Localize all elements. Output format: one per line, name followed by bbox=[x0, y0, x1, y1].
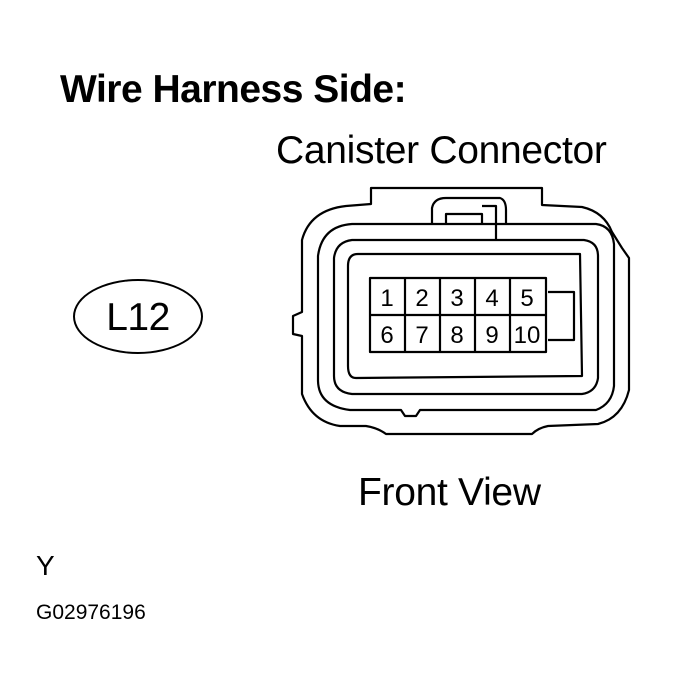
page-title: Wire Harness Side: bbox=[60, 68, 407, 111]
pin-2-label: 2 bbox=[415, 285, 428, 312]
pin-7-label: 7 bbox=[415, 322, 428, 349]
pin-10-label: 10 bbox=[514, 322, 541, 349]
connector-id-label: L12 bbox=[106, 295, 170, 339]
connector-latch-inner bbox=[444, 212, 484, 224]
connector-housing-outline bbox=[291, 186, 631, 436]
connector-inner-frame-3 bbox=[346, 252, 584, 380]
connector-key bbox=[548, 290, 576, 342]
code-letter: Y bbox=[36, 550, 55, 581]
pin-3-label: 3 bbox=[450, 285, 463, 312]
pin-6-label: 6 bbox=[380, 322, 393, 349]
pin-4-label: 4 bbox=[485, 285, 498, 312]
pin-1-label: 1 bbox=[380, 285, 393, 312]
view-label: Front View bbox=[358, 471, 541, 514]
pin-8-label: 8 bbox=[450, 322, 463, 349]
connector-latch-rail bbox=[482, 204, 498, 240]
pin-5-label: 5 bbox=[520, 285, 533, 312]
figure-number: G02976196 bbox=[36, 601, 146, 624]
connector-inner-frame-2 bbox=[332, 238, 600, 396]
connector-latch bbox=[430, 196, 508, 224]
connector-name-label: Canister Connector bbox=[276, 129, 607, 172]
pin-9-label: 9 bbox=[485, 322, 498, 349]
connector-inner-frame bbox=[316, 222, 616, 418]
connector-id-badge: L12 bbox=[73, 279, 203, 354]
